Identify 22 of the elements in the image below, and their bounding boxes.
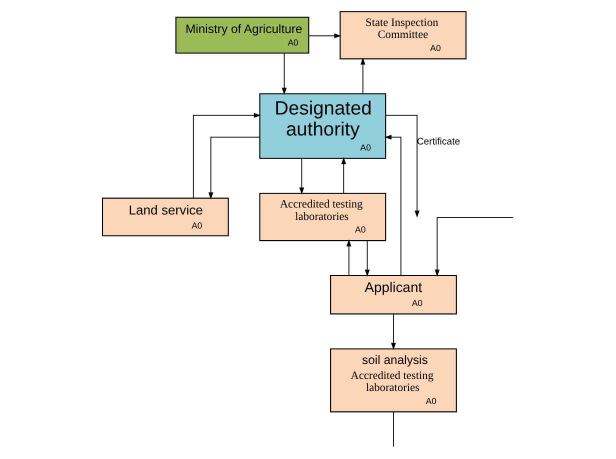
edge-label: Certificate xyxy=(416,136,460,148)
arrow xyxy=(385,114,420,218)
node-box: Designated authority A0 xyxy=(259,93,386,159)
arrow xyxy=(192,112,261,199)
node-box: Land service A0 xyxy=(102,198,229,236)
arrow xyxy=(341,157,346,194)
arrow xyxy=(346,239,352,276)
node-box: State Inspection Committee A0 xyxy=(340,11,467,60)
arrow xyxy=(282,52,287,95)
node-box: Accredited testing laboratories A0 xyxy=(259,192,386,242)
connector xyxy=(393,412,394,448)
arrow xyxy=(208,136,260,200)
arrow xyxy=(391,314,396,350)
arrow xyxy=(299,158,304,194)
arrow xyxy=(384,134,402,276)
node-box: Ministry of Agriculture A0 xyxy=(175,16,310,54)
arrow xyxy=(364,240,370,277)
arrow xyxy=(360,58,366,94)
node-box: soil analysis Accredited testing laboratories A0 xyxy=(330,348,457,412)
arrow xyxy=(308,33,342,38)
node-box: Applicant A0 xyxy=(330,274,457,314)
arrow xyxy=(434,217,514,277)
